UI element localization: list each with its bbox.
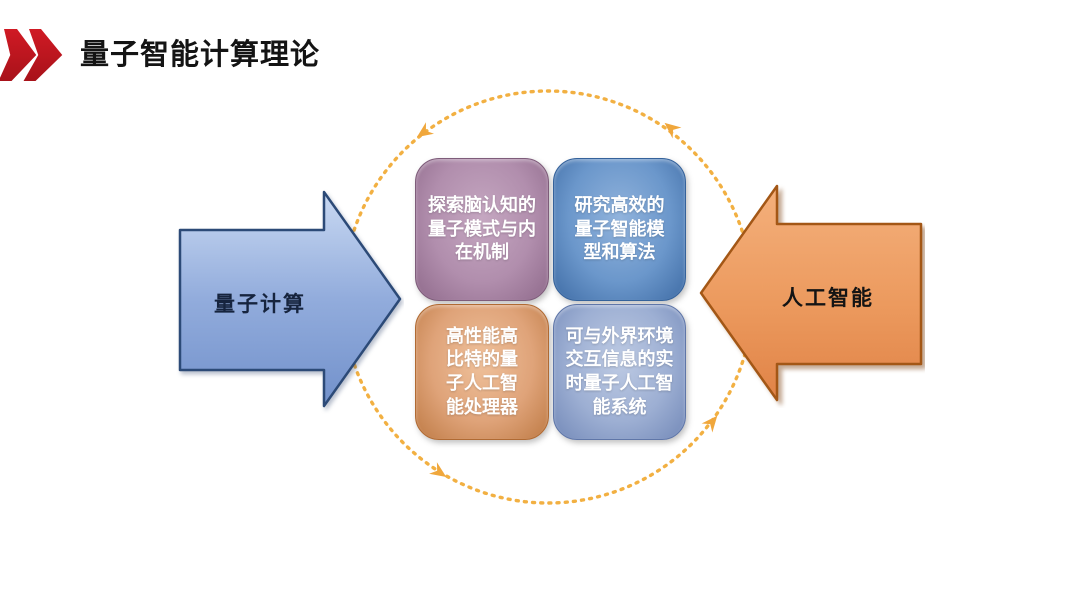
box-high-performance-qubit-processor-text: 高性能高 比特的量 子人工智 能处理器 [446,325,518,417]
box-brain-cognition-quantum-models-text: 探索脑认知的 量子模式与内 在机制 [428,194,536,263]
box-realtime-quantum-ai-system: 可与外界环境 交互信息的实 时量子人工智 能系统 [553,304,686,440]
box-brain-cognition-quantum-models: 探索脑认知的 量子模式与内 在机制 [415,158,549,301]
double-chevron-icon [0,29,63,81]
quantum-computing-arrow [178,190,402,408]
quantum-computing-label: 量子计算 [214,293,306,316]
artificial-intelligence-arrow [699,184,923,402]
artificial-intelligence-label: 人工智能 [782,287,874,310]
box-realtime-quantum-ai-system-text: 可与外界环境 交互信息的实 时量子人工智 能系统 [565,325,674,417]
box-high-performance-qubit-processor: 高性能高 比特的量 子人工智 能处理器 [415,304,549,440]
box-efficient-quantum-ai-models: 研究高效的 量子智能模 型和算法 [553,158,686,301]
page-title: 量子智能计算理论 [80,39,321,71]
box-efficient-quantum-ai-models-text: 研究高效的 量子智能模 型和算法 [574,194,665,263]
